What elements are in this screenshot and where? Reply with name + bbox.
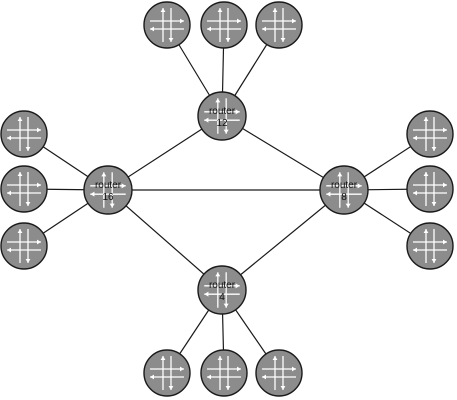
peripheral-router-circle [406, 110, 454, 158]
router-circle [197, 265, 247, 315]
links-layer [23, 24, 431, 374]
peripheral-router-circle [255, 349, 303, 397]
router-label-line2: 12 [216, 118, 228, 129]
router-arrows-icon [204, 272, 240, 308]
router-arrows-icon [90, 172, 126, 208]
router-arrows-icon [7, 117, 41, 151]
peripheral-router-p4a [143, 349, 191, 397]
router-arrows-icon [326, 172, 362, 208]
link-r16-r4 [107, 189, 223, 291]
peripheral-router-p12a [143, 1, 191, 49]
router-arrows-icon [413, 229, 447, 263]
router-arrows-icon [204, 98, 240, 134]
router-circle [319, 165, 369, 215]
router-circle [83, 165, 133, 215]
peripheral-router-p16b [0, 165, 48, 213]
router-label-line1: router [95, 180, 122, 191]
peripheral-router-p4c [255, 349, 303, 397]
peripheral-router-circle [143, 349, 191, 397]
router-arrows-icon [207, 8, 241, 42]
router-arrows-icon [413, 172, 447, 206]
link-r8-r4 [221, 189, 345, 291]
peripheral-router-circle [0, 222, 48, 270]
router-arrows-icon [7, 172, 41, 206]
router-arrows-icon [262, 8, 296, 42]
router-arrows-icon [413, 117, 447, 151]
router-circle [197, 91, 247, 141]
peripheral-router-circle [0, 165, 48, 213]
peripheral-router-circle [143, 1, 191, 49]
router-arrows-icon [7, 229, 41, 263]
router-label-line1: router [209, 106, 236, 117]
peripheral-router-circle [406, 222, 454, 270]
router-arrows-icon [150, 356, 184, 390]
router-label-line2: 8 [341, 192, 347, 203]
peripheral-router-circle [255, 1, 303, 49]
peripheral-router-circle [406, 165, 454, 213]
router-arrows-icon [262, 356, 296, 390]
peripheral-router-p8c [406, 222, 454, 270]
peripheral-router-p12c [255, 1, 303, 49]
router-label-line2: 4 [219, 292, 225, 303]
peripheral-router-p16c [0, 222, 48, 270]
router-label-line1: router [209, 280, 236, 291]
peripheral-router-circle [200, 349, 248, 397]
peripheral-router-p4b [200, 349, 248, 397]
router-arrows-icon [207, 356, 241, 390]
router-arrows-icon [150, 8, 184, 42]
peripheral-router-p8a [406, 110, 454, 158]
peripheral-router-p8b [406, 165, 454, 213]
router-label-line2: 16 [102, 192, 114, 203]
router-label-line1: router [331, 180, 358, 191]
peripheral-router-p12b [200, 1, 248, 49]
peripheral-router-circle [200, 1, 248, 49]
peripheral-router-p16a [0, 110, 48, 158]
peripheral-router-circle [0, 110, 48, 158]
